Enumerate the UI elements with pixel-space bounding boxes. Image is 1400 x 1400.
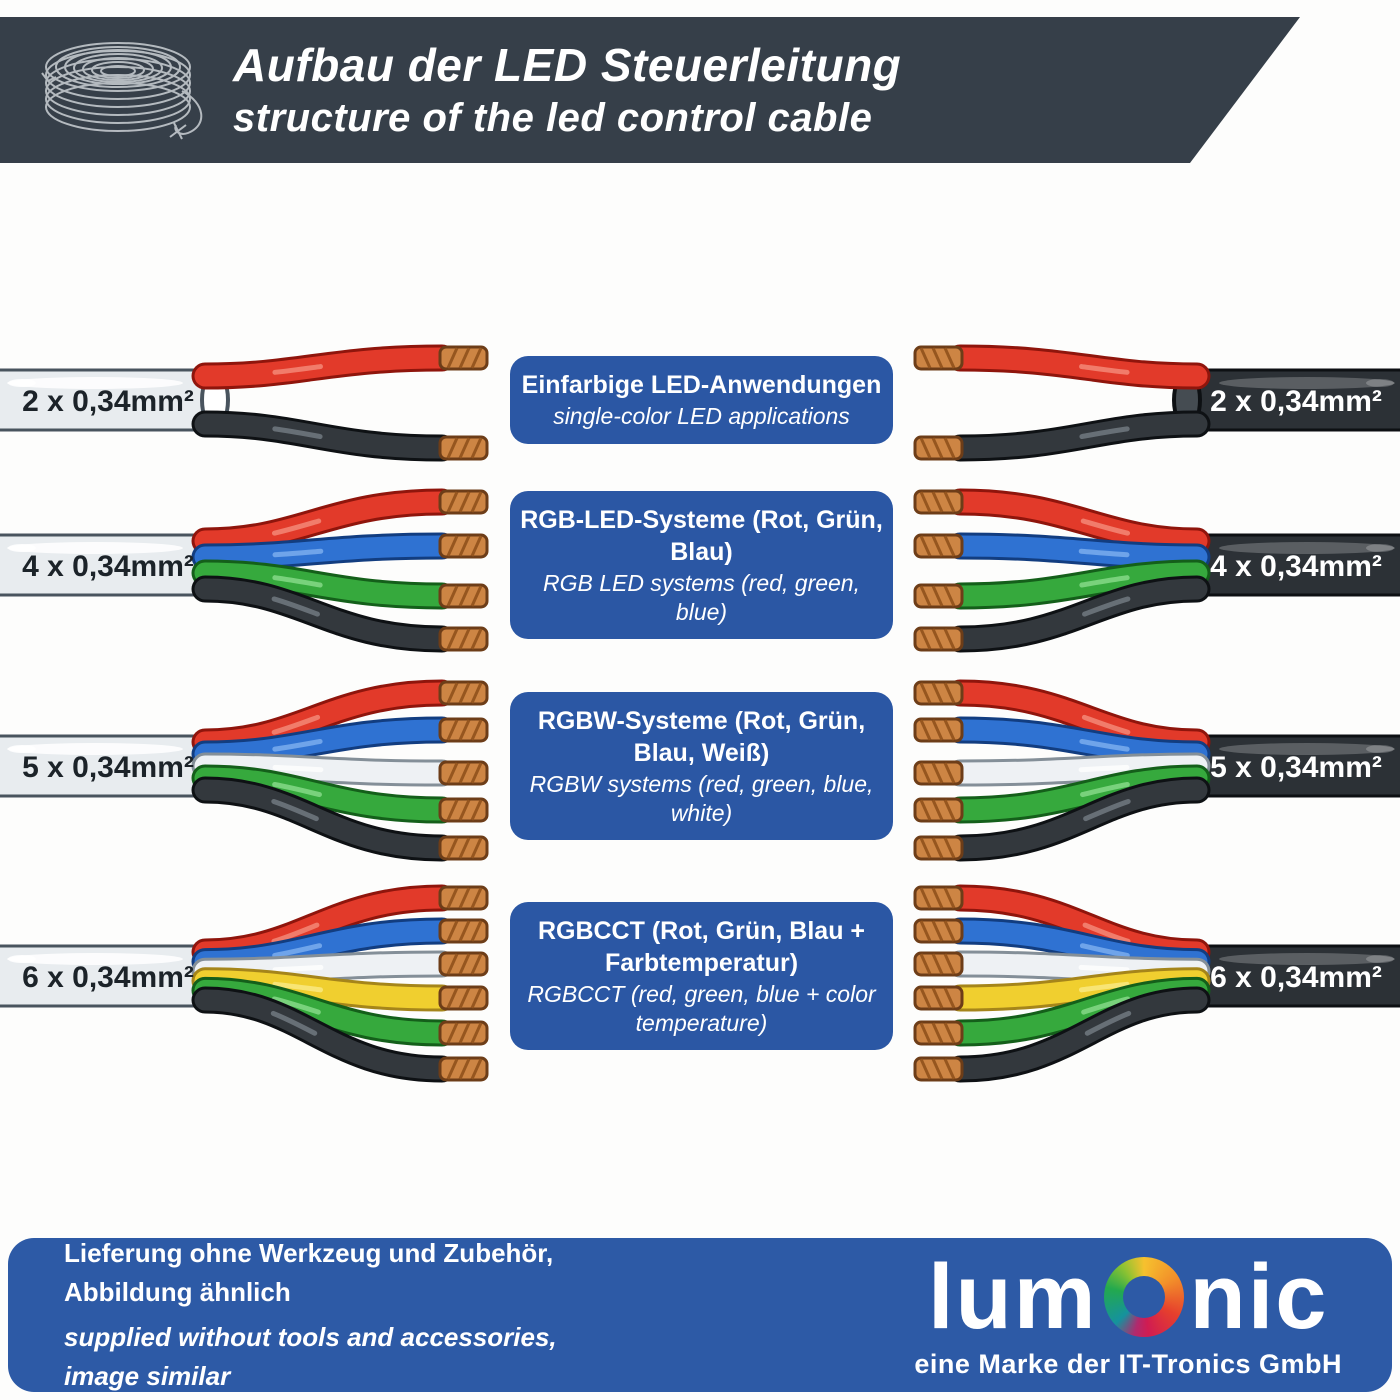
cable-illustration-right: 5 x 0,34mm² <box>913 679 1400 862</box>
cable-illustration-left: 6 x 0,34mm² <box>0 884 489 1083</box>
cable-illustration-right: 6 x 0,34mm² <box>913 884 1400 1083</box>
cable-size-label: 4 x 0,34mm² <box>1210 550 1382 583</box>
cable-size-label: 6 x 0,34mm² <box>1210 961 1382 994</box>
cable-size-label: 5 x 0,34mm² <box>22 751 194 784</box>
cable-coil-icon <box>30 29 205 151</box>
info-box: RGBW-Systeme (Rot, Grün, Blau, Weiß) RGB… <box>510 691 893 841</box>
cable-illustration-left: 4 x 0,34mm² <box>0 488 489 653</box>
cable-illustration-right: 4 x 0,34mm² <box>913 488 1400 653</box>
cable-size-label: 2 x 0,34mm² <box>1210 385 1382 418</box>
brand-wordmark: lum nic <box>928 1251 1329 1343</box>
cable-row-2x: 2 x 0,34mm² Einfarbige LED-Anwendungen s… <box>0 335 1400 465</box>
cable-size-label: 5 x 0,34mm² <box>1210 751 1382 784</box>
brand-logo: lum nic eine Marke der IT-Tronics GmbH <box>914 1251 1342 1380</box>
cable-size-label: 2 x 0,34mm² <box>22 385 194 418</box>
rainbow-ring-icon <box>1103 1256 1184 1337</box>
header-banner-inner: Aufbau der LED Steuerleitung structure o… <box>0 17 1300 163</box>
footer-de-line2: Abbildung ähnlich <box>64 1277 291 1307</box>
cable-row-6x: 6 x 0,34mm² RGBCCT (Rot, Grün, Blau + Fa… <box>0 868 1400 1084</box>
info-box-title: Einfarbige LED-Anwendungen <box>521 371 882 400</box>
rainbow-ring-hole <box>1122 1275 1165 1318</box>
brand-suffix: nic <box>1189 1245 1329 1348</box>
info-box-title: RGB-LED-Systeme (Rot, Grün, Blau) <box>520 505 883 567</box>
info-box: RGBCCT (Rot, Grün, Blau + Farbtemperatur… <box>510 901 893 1051</box>
brand-tagline: eine Marke der IT-Tronics GmbH <box>914 1348 1342 1379</box>
cable-illustration-left: 5 x 0,34mm² <box>0 679 489 862</box>
footer-en-line2: image similar <box>64 1361 231 1391</box>
cable-row-4x: 4 x 0,34mm² RGB-LED-Systeme (Rot, Grün, … <box>0 477 1400 653</box>
footer-de-line1: Lieferung ohne Werkzeug und Zubehör, <box>64 1238 554 1268</box>
info-box-title: RGBW-Systeme (Rot, Grün, Blau, Weiß) <box>537 706 866 768</box>
info-box-subtitle: single-color LED applications <box>553 402 850 429</box>
footer-en-line1: supplied without tools and accessories, <box>64 1322 557 1352</box>
info-box-subtitle: RGBW systems (red, green, blue, white) <box>529 770 874 826</box>
cable-size-label: 6 x 0,34mm² <box>22 961 194 994</box>
info-box: RGB-LED-Systeme (Rot, Grün, Blau) RGB LE… <box>510 490 893 640</box>
page-subtitle: structure of the led control cable <box>233 95 873 140</box>
info-box-subtitle: RGB LED systems (red, green, blue) <box>543 569 860 625</box>
info-box-subtitle: RGBCCT (red, green, blue + color tempera… <box>527 980 876 1036</box>
cable-row-5x: 5 x 0,34mm² RGBW-Systeme (Rot, Grün, Bla… <box>0 666 1400 866</box>
header-banner: Aufbau der LED Steuerleitung structure o… <box>0 17 1300 163</box>
cable-illustration-left: 2 x 0,34mm² <box>0 344 489 462</box>
footer-note: Lieferung ohne Werkzeug und Zubehör, Abb… <box>64 1234 557 1396</box>
cable-size-label: 4 x 0,34mm² <box>22 550 194 583</box>
info-box: Einfarbige LED-Anwendungen single-color … <box>510 356 893 444</box>
footer-banner: Lieferung ohne Werkzeug und Zubehör, Abb… <box>8 1238 1392 1392</box>
page-title: Aufbau der LED Steuerleitung <box>233 39 902 92</box>
brand-prefix: lum <box>927 1245 1098 1348</box>
info-box-title: RGBCCT (Rot, Grün, Blau + Farbtemperatur… <box>537 916 866 978</box>
cable-illustration-right: 2 x 0,34mm² <box>913 344 1400 462</box>
